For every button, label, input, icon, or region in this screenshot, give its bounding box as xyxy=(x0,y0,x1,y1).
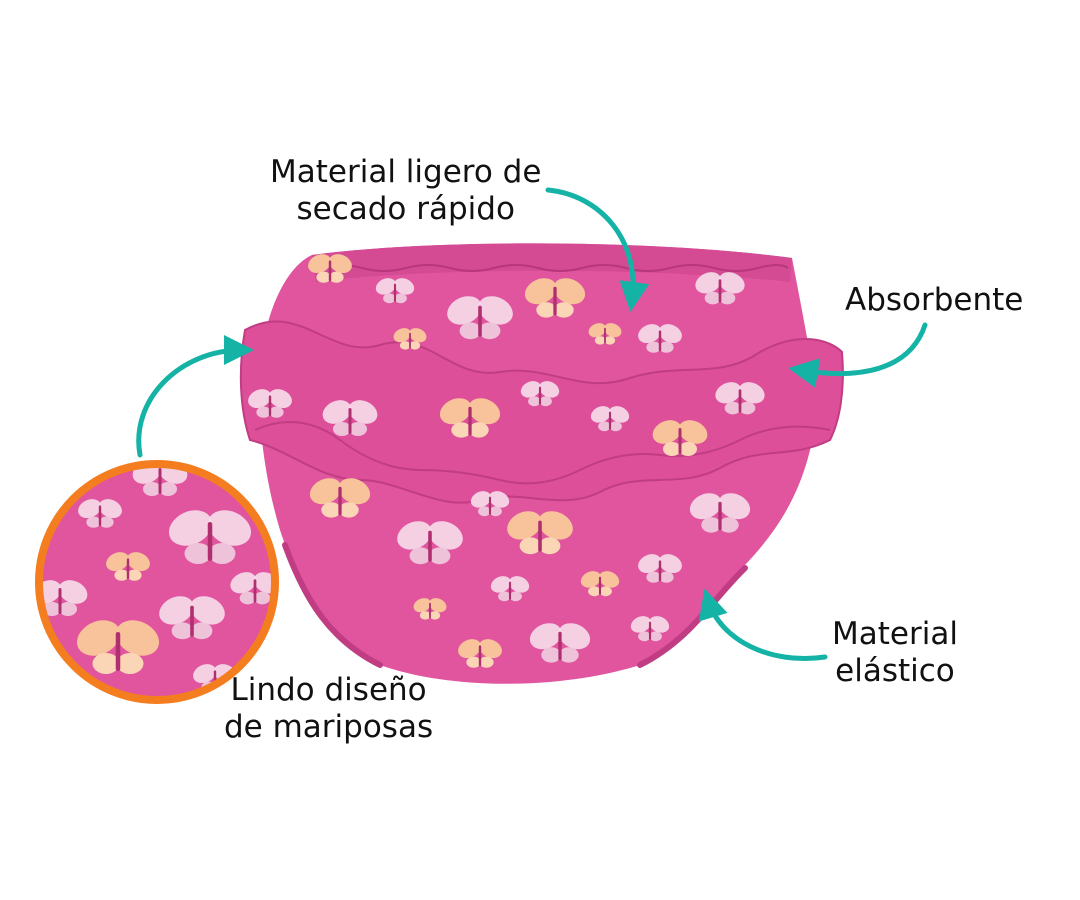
callout-butterflies-line1: Lindo diseño xyxy=(230,672,427,708)
ruffle xyxy=(239,320,844,504)
waistband xyxy=(312,243,792,282)
callout-quick-dry-line1: Material ligero de xyxy=(270,154,542,190)
callout-quick-dry: Material ligero de secado rápido xyxy=(270,154,541,228)
callout-quick-dry-line2: secado rápido xyxy=(296,191,515,227)
callout-elastic: Material elástico xyxy=(832,616,958,690)
arrow-butterflies xyxy=(136,335,254,458)
curved-arrow-icon xyxy=(136,187,928,661)
arrow-quick-dry xyxy=(545,187,650,312)
arrow-absorbent xyxy=(788,322,928,388)
callout-elastic-line2: elástico xyxy=(835,653,955,689)
callout-absorbent: Absorbente xyxy=(845,282,1023,319)
callout-butterflies-line2: de mariposas xyxy=(224,709,434,745)
callout-butterflies: Lindo diseño de mariposas xyxy=(224,672,433,746)
arrow-elastic xyxy=(698,588,828,661)
zoom-circle xyxy=(35,460,279,704)
callout-elastic-line1: Material xyxy=(832,616,958,652)
callout-absorbent-line1: Absorbente xyxy=(845,282,1024,318)
swim-diaper xyxy=(239,243,844,684)
